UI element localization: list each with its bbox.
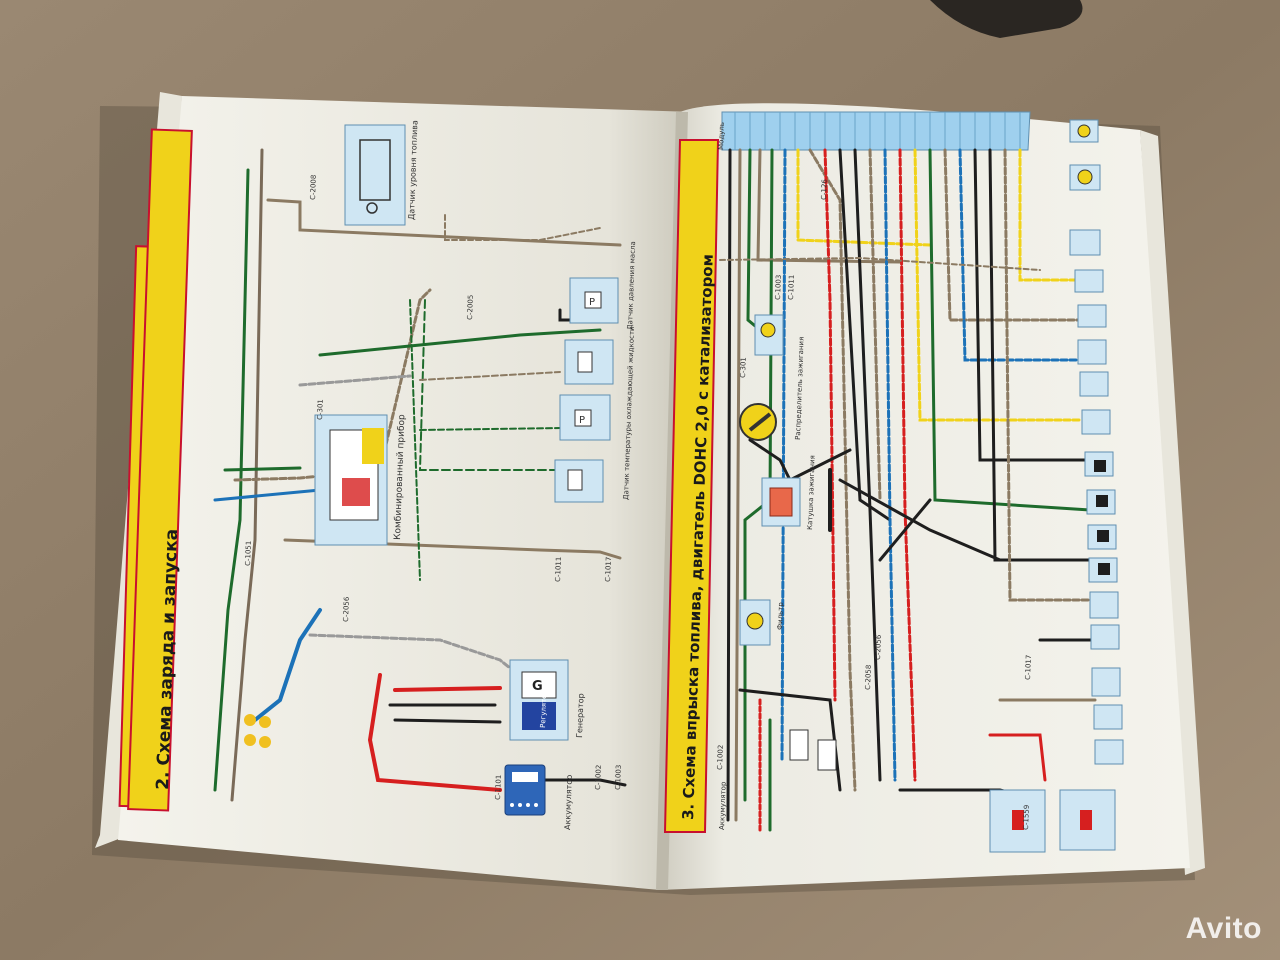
label-c1011-r: C-1011: [787, 275, 796, 300]
right-sensor-column: [989, 119, 1124, 853]
dark-object: [930, 0, 1083, 38]
right-wiring: [719, 148, 1097, 832]
label-c1002: C-1002: [594, 765, 603, 790]
label-c2005: C-2005: [466, 295, 475, 320]
generator-block: G: [509, 659, 569, 741]
label-c1017-r: C-1017: [1024, 655, 1033, 680]
right-labels: Распределитель зажигания Катушка зажиган…: [716, 122, 1033, 830]
label-c2058-r: C-2058: [864, 665, 873, 690]
cluster-block: [314, 414, 388, 546]
label-oil-pressure: Датчик давления масла: [626, 241, 637, 330]
label-battery-right: Аккумулятор: [718, 781, 728, 830]
battery-block: [504, 764, 546, 816]
label-fuel-sensor: Датчик уровня топлива: [407, 120, 419, 220]
label-c1051: C-1051: [244, 541, 253, 566]
ecu-connector-strip: [721, 111, 1031, 151]
label-c2056: C-2056: [342, 596, 351, 622]
svg-text:P: P: [589, 297, 595, 308]
avito-watermark: Avito: [1186, 912, 1262, 946]
label-battery: Аккумулятор: [563, 775, 574, 830]
label-distributor: Распределитель зажигания: [794, 337, 806, 440]
label-c1101: C-1101: [494, 775, 503, 800]
right-page: [660, 103, 1190, 891]
label-c1002-r: C-1002: [716, 745, 725, 770]
left-components: P P G: [244, 124, 619, 816]
label-c2008: C-2008: [309, 175, 318, 200]
label-c1003: C-1003: [614, 765, 623, 790]
left-labels: Комбинированный прибор Датчик уровня топ…: [244, 120, 637, 830]
page-edges-right: [1140, 130, 1205, 875]
watermark-text: Avito: [1185, 912, 1262, 945]
label-c1559-r: C-1559: [1022, 805, 1031, 830]
label-cluster: Комбинированный прибор: [393, 414, 407, 540]
label-c1011: C-1011: [554, 557, 563, 582]
right-engine-components: [739, 314, 837, 771]
label-c1017: C-1017: [604, 557, 613, 582]
label-coil: Катушка зажигания: [806, 455, 817, 530]
svg-text:P: P: [579, 415, 585, 426]
label-regulator: Регулятор: [539, 689, 548, 728]
fuel-sensor-block: [344, 124, 406, 226]
generator-letter: G: [532, 679, 543, 694]
label-c126-r: C-126: [820, 178, 829, 200]
label-c2056-r: C-2056: [874, 634, 883, 660]
label-generator: Генератор: [575, 693, 586, 738]
label-c301-r: C-301: [739, 357, 748, 378]
label-filter: Фильтр: [776, 602, 785, 631]
label-module: Модуль: [717, 122, 726, 150]
label-c301: C-301: [316, 399, 325, 420]
label-c1003-r: C-1003: [774, 275, 783, 300]
